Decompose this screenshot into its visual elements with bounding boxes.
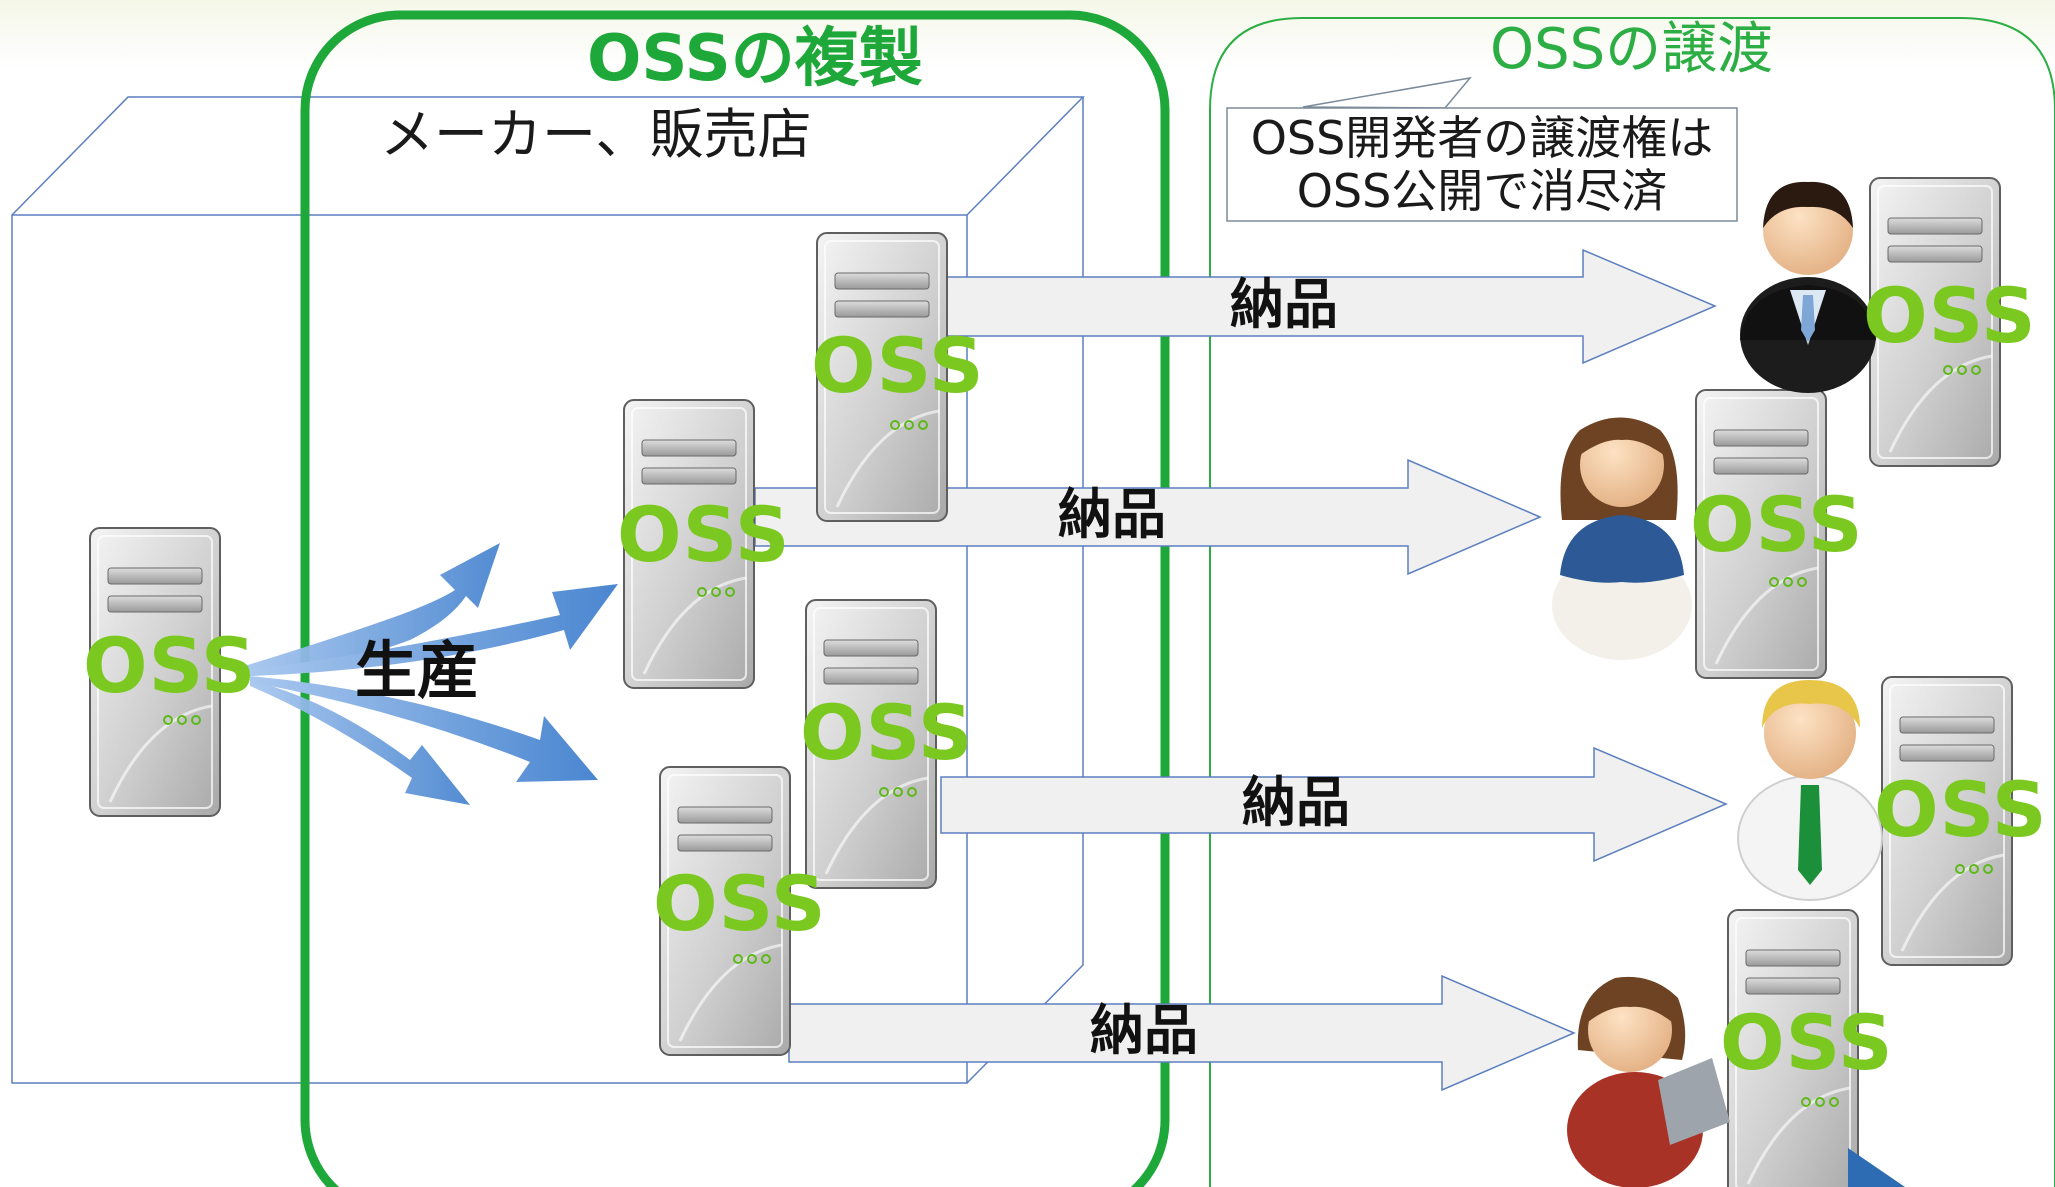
replication-title: OSSの複製 — [587, 22, 923, 96]
server-customer-2-led — [1783, 577, 1793, 587]
server-copy-4-led — [733, 954, 743, 964]
server-source — [89, 527, 221, 817]
server-copy-3-led — [907, 787, 917, 797]
servers — [89, 177, 2013, 1187]
production-arrows — [238, 543, 618, 805]
server-oss-label-copy-1: OSS — [811, 321, 985, 410]
replication-group-frame — [300, 10, 1170, 1187]
delivery-arrow-4 — [788, 974, 1576, 1092]
transfer-title: OSSの譲渡 — [1490, 17, 1774, 82]
delivery-arrow-3 — [940, 746, 1728, 863]
server-copy-4-led — [747, 954, 757, 964]
note-text: OSS開発者の譲渡権は OSS公開で消尽済 — [1227, 112, 1737, 218]
note-box — [1226, 76, 1738, 222]
transfer-group-frame — [1209, 17, 2055, 1187]
server-copy-2-led — [725, 587, 735, 597]
server-oss-label-customer-2: OSS — [1690, 480, 1864, 569]
note-line-1: OSS開発者の譲渡権は — [1250, 111, 1714, 165]
server-oss-label-copy-2: OSS — [617, 490, 791, 579]
server-copy-2-led — [697, 587, 707, 597]
server-customer-2-led — [1797, 577, 1807, 587]
server-customer-3-led — [1969, 864, 1979, 874]
server-customer-1-led — [1957, 365, 1967, 375]
delivery-label-1: 納品 — [1230, 273, 1338, 336]
server-customer-3 — [1881, 676, 2013, 966]
server-customer-3-led — [1983, 864, 1993, 874]
server-customer-1-led — [1971, 365, 1981, 375]
server-oss-label-customer-1: OSS — [1863, 271, 2037, 360]
server-customer-4-led — [1829, 1097, 1839, 1107]
person-woman-laptop — [1567, 976, 1730, 1187]
production-label: 生産 — [355, 634, 480, 707]
server-copy-1-led — [904, 420, 914, 430]
server-copy-1-led — [918, 420, 928, 430]
person-businessman — [1740, 181, 1876, 393]
server-oss-label-customer-3: OSS — [1874, 765, 2048, 854]
maker-label: メーカー、販売店 — [380, 103, 812, 166]
server-copy-2-led — [711, 587, 721, 597]
server-customer-1-led — [1943, 365, 1953, 375]
server-customer-4-led — [1801, 1097, 1811, 1107]
server-customer-2-led — [1769, 577, 1779, 587]
delivery-label-2: 納品 — [1058, 483, 1166, 546]
server-copy-4 — [659, 766, 791, 1056]
server-copy-1 — [816, 232, 948, 522]
server-copy-2 — [623, 399, 755, 689]
server-copy-3-led — [893, 787, 903, 797]
delivery-label-4: 納品 — [1090, 999, 1198, 1062]
delivery-arrow-1 — [929, 248, 1717, 365]
server-oss-label-source: OSS — [83, 621, 257, 710]
server-source-led — [177, 715, 187, 725]
server-customer-4 — [1727, 909, 1859, 1187]
server-customer-3-led — [1955, 864, 1965, 874]
server-copy-1-led — [890, 420, 900, 430]
server-oss-label-copy-4: OSS — [653, 859, 827, 948]
server-copy-3-led — [879, 787, 889, 797]
delivery-arrow-2 — [754, 458, 1542, 576]
person-blond-man — [1737, 680, 1883, 901]
person-woman-vest — [1552, 417, 1692, 660]
delivery-label-3: 納品 — [1242, 771, 1350, 834]
server-customer-2 — [1695, 389, 1827, 679]
server-copy-3 — [805, 599, 937, 889]
server-customer-4-led — [1815, 1097, 1825, 1107]
note-line-2: OSS公開で消尽済 — [1296, 163, 1668, 218]
server-source-led — [191, 715, 201, 725]
server-source-led — [163, 715, 173, 725]
server-oss-label-copy-3: OSS — [800, 688, 974, 777]
server-copy-4-led — [761, 954, 771, 964]
corner-blue-shape — [1848, 1148, 1905, 1187]
server-oss-label-customer-4: OSS — [1720, 998, 1894, 1087]
